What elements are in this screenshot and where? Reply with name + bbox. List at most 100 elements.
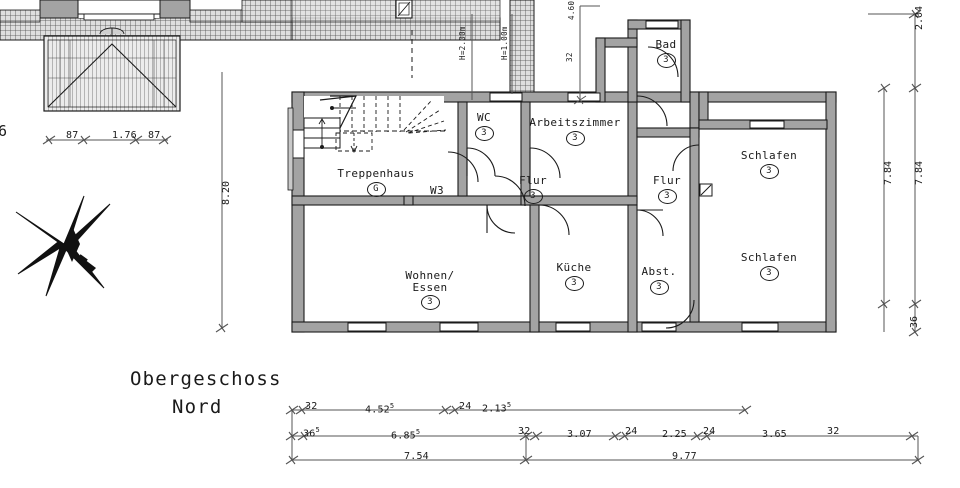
room-code-text: 3 bbox=[656, 281, 662, 292]
dimension-value: 36 bbox=[909, 315, 921, 328]
room-code-badge: 3 bbox=[564, 275, 584, 291]
dimension-value: 4.525 bbox=[365, 402, 395, 416]
dimension-number: 7.54 bbox=[404, 451, 429, 462]
dimension-number: 32 bbox=[827, 426, 840, 437]
dimension-value: 365 bbox=[303, 426, 320, 440]
room-name-text: Küche bbox=[556, 261, 592, 274]
dimension-number: 2.13 bbox=[482, 403, 507, 415]
roof-structure-top-left bbox=[0, 0, 293, 112]
dimension-value: 24 bbox=[459, 401, 472, 413]
hatched-column bbox=[509, 0, 535, 93]
room-name-text: Wohnen/ Essen bbox=[405, 269, 455, 294]
dimension-number: 36 bbox=[909, 315, 920, 328]
doors bbox=[447, 46, 700, 329]
dimension-number: 6.85 bbox=[391, 430, 416, 442]
dimension-number: 8.20 bbox=[221, 180, 232, 205]
plan-title-line2: Nord bbox=[172, 396, 223, 418]
dimension-number: 1.76 bbox=[112, 130, 137, 141]
dimension-number: 7.84 bbox=[914, 160, 925, 185]
stairwell bbox=[287, 95, 448, 191]
dimension-number: 7.84 bbox=[883, 160, 894, 185]
dimension-lines bbox=[42, 5, 925, 465]
dimension-value: 32 bbox=[305, 401, 317, 413]
dimension-superscript: 5 bbox=[506, 401, 512, 409]
room-code-badge: 3 bbox=[759, 265, 779, 281]
room-code-text: 3 bbox=[766, 267, 772, 278]
plan-annotation: 4.60 bbox=[567, 0, 576, 20]
dimension-value: 8.20 bbox=[221, 180, 233, 205]
room-label: W3 bbox=[387, 185, 487, 197]
room-label: Abst. 3 bbox=[609, 266, 709, 295]
dimension-superscript: 5 bbox=[415, 428, 421, 436]
dimension-number: 3.07 bbox=[567, 429, 592, 440]
room-code-badge: 3 bbox=[759, 163, 779, 179]
room-code-text: 3 bbox=[572, 132, 578, 143]
plan-annotation: 32 bbox=[565, 52, 574, 62]
dimension-superscript: 5 bbox=[389, 402, 395, 410]
room-code-text: 3 bbox=[664, 190, 670, 201]
dimension-number: 36 bbox=[303, 428, 316, 440]
plan-annotation: H=1.00m bbox=[500, 26, 509, 60]
room-label: Flur 3 bbox=[617, 175, 717, 204]
dimension-number: 3.65 bbox=[762, 429, 787, 440]
room-label: Flur 3 bbox=[483, 175, 583, 204]
room-name-text: Abst. bbox=[641, 265, 677, 278]
room-name-text: Flur bbox=[518, 174, 548, 187]
dimension-number: 87 bbox=[66, 130, 79, 141]
room-name-text: Arbeitszimmer bbox=[529, 116, 621, 129]
plan-title-line1: Obergeschoss bbox=[130, 368, 282, 390]
room-name-text: Flur bbox=[652, 174, 682, 187]
niche-markers bbox=[699, 183, 713, 197]
dimension-number: 32 bbox=[518, 426, 531, 437]
room-code-badge: 3 bbox=[474, 125, 494, 141]
room-label: Bad 3 bbox=[616, 39, 716, 68]
room-code-text: 3 bbox=[663, 54, 669, 65]
dimension-value: 24 bbox=[625, 426, 638, 438]
dimension-value: 24 bbox=[703, 426, 716, 438]
room-code-text: 3 bbox=[530, 190, 536, 201]
dimension-value: 7.54 bbox=[404, 451, 429, 463]
dimension-number: 24 bbox=[459, 401, 472, 412]
dimension-value: 1.76 bbox=[112, 130, 137, 142]
dimension-number: 24 bbox=[625, 426, 638, 437]
room-label: Schlafen 3 bbox=[719, 252, 819, 281]
room-name-text: Bad bbox=[655, 38, 677, 51]
room-label: Küche 3 bbox=[524, 262, 624, 291]
room-code-text: 3 bbox=[481, 127, 487, 138]
plan-annotation: H=2.00m bbox=[458, 26, 467, 60]
dimension-value: 3.65 bbox=[762, 429, 787, 441]
edge-fragment-glyph: 6 bbox=[0, 122, 8, 140]
dimension-value: 3.07 bbox=[567, 429, 592, 441]
room-name-text: Schlafen bbox=[740, 149, 798, 162]
room-code-text: G bbox=[373, 183, 379, 194]
room-code-badge: G bbox=[366, 181, 386, 197]
dimension-number: 24 bbox=[703, 426, 716, 437]
room-name-text: Schlafen bbox=[740, 251, 798, 264]
room-name-text: W3 bbox=[429, 184, 445, 197]
dimension-value: 87 bbox=[66, 130, 79, 142]
dimension-value: 2.04 bbox=[914, 5, 926, 30]
room-code-text: 3 bbox=[766, 165, 772, 176]
dimension-value: 32 bbox=[827, 426, 840, 438]
dimension-number: 2.04 bbox=[914, 5, 925, 30]
dimension-value: 2.135 bbox=[482, 401, 512, 415]
room-code-text: 3 bbox=[571, 277, 577, 288]
dimension-value: 9.77 bbox=[672, 451, 697, 463]
room-code-text: 3 bbox=[427, 297, 433, 308]
dimension-superscript: 5 bbox=[315, 426, 320, 434]
dimension-value: 32 bbox=[518, 426, 531, 438]
dimension-number: 9.77 bbox=[672, 451, 697, 462]
dimension-value: 7.84 bbox=[883, 160, 895, 185]
dimension-value: 7.84 bbox=[914, 160, 926, 185]
dimension-value: 87 bbox=[148, 130, 160, 142]
room-code-badge: 3 bbox=[656, 52, 676, 68]
dimension-value: 6.855 bbox=[391, 428, 421, 442]
room-code-badge: 3 bbox=[523, 188, 543, 204]
dimension-value: 2.25 bbox=[662, 429, 687, 441]
room-code-badge: 3 bbox=[565, 130, 585, 146]
room-label: Schlafen 3 bbox=[719, 150, 819, 179]
